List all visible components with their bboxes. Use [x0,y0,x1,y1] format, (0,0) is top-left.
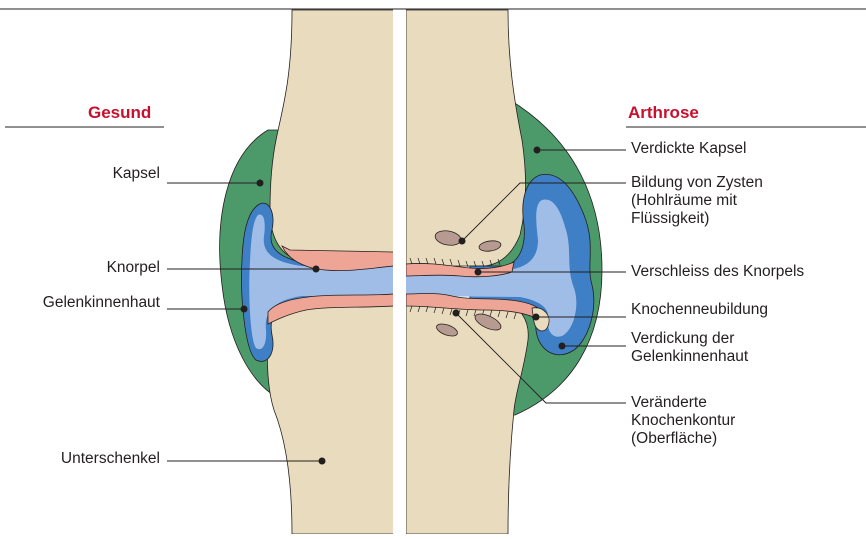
split-gap [394,10,406,534]
healthy-femur [270,10,394,262]
label-synovium: Gelenkinnenhaut [43,294,160,312]
label-cartilage: Knorpel [107,259,160,277]
label-cysts: Bildung von Zysten (Hohlräume mit Flüssi… [631,174,763,228]
arthrosis-femur [406,10,526,266]
healthy-joint [220,10,394,534]
label-thickened-capsule: Verdickte Kapsel [631,140,746,158]
label-cartilage-wear: Verschleiss des Knorpels [631,263,804,281]
label-lower-leg: Unterschenkel [61,450,160,468]
arthrosis-tibia [406,300,528,534]
label-synovium-thickening: Verdickung der Gelenkinnenhaut [631,330,748,366]
label-capsule: Kapsel [113,165,160,183]
label-bone-formation: Knochenneubildung [631,301,768,319]
healthy-tibia [267,300,394,534]
label-bone-contour: Veränderte Knochenkontur (Oberfläche) [631,394,735,448]
arthrosis-heading: Arthrose [628,103,699,123]
healthy-heading: Gesund [88,103,151,123]
